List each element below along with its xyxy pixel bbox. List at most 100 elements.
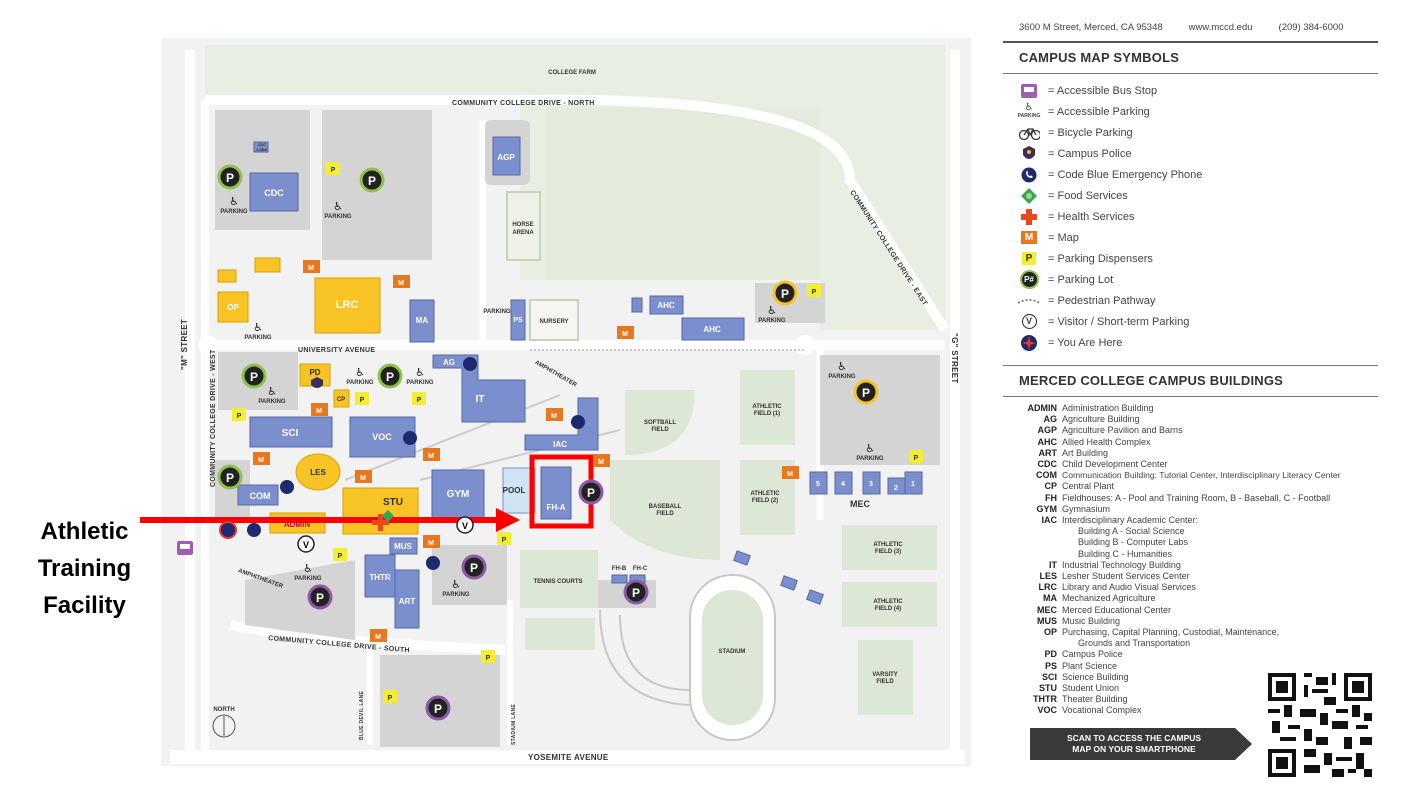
code-blue-phone-icons <box>247 357 585 570</box>
svg-text:P: P <box>368 174 376 188</box>
svg-text:PS: PS <box>513 317 523 324</box>
svg-text:M: M <box>360 475 366 482</box>
qr-code-icon[interactable] <box>1268 673 1372 777</box>
svg-text:CDC: CDC <box>258 142 267 147</box>
svg-text:M: M <box>398 280 404 287</box>
parking-lot-p7-icon: P <box>307 584 333 610</box>
legend-food-services: = Food Services <box>1003 185 1378 206</box>
art-building <box>394 569 420 629</box>
svg-text:"G" STREET: "G" STREET <box>950 333 959 384</box>
svg-text:♿: ♿ <box>355 366 365 379</box>
svg-text:TENNIS COURTS: TENNIS COURTS <box>533 579 582 585</box>
svg-text:P: P <box>781 287 789 301</box>
parking-lot-p4-icon: P <box>578 479 604 505</box>
svg-text:P: P <box>486 655 491 662</box>
svg-text:STADIUM LANE: STADIUM LANE <box>511 704 517 745</box>
svg-text:M: M <box>375 634 381 641</box>
svg-text:P: P <box>316 591 324 605</box>
svg-text:"M" STREET: "M" STREET <box>180 319 189 370</box>
legend-bus-stop: = Accessible Bus Stop <box>1003 80 1378 101</box>
svg-text:P: P <box>587 486 595 500</box>
parking-lot-2-area <box>820 355 940 465</box>
svg-text:AGP: AGP <box>497 153 515 162</box>
ahc-building-1 <box>649 295 684 315</box>
phone-number: (209) 384-6000 <box>1278 22 1344 33</box>
svg-text:ADMIN: ADMIN <box>284 520 310 529</box>
svg-text:P: P <box>331 167 336 174</box>
svg-text:♿: ♿ <box>865 442 875 455</box>
parking-lot-markers: P P P P P P P P P P P P <box>217 164 879 721</box>
callout-line-2: Training <box>37 555 132 582</box>
parking-lot-p11-icon: P <box>217 164 243 190</box>
parking-lot-p6-icon: P <box>425 695 451 721</box>
nursery <box>529 299 579 341</box>
parking-lot-p1-icon: P <box>772 280 798 306</box>
svg-text:♿: ♿ <box>303 562 313 575</box>
svg-text:BASEBALL: BASEBALL <box>649 504 682 510</box>
svg-text:M: M <box>316 408 322 415</box>
ma-building <box>409 299 435 343</box>
svg-text:M: M <box>258 457 264 464</box>
svg-text:PARKING: PARKING <box>828 374 856 380</box>
athletic-training-facility-callout: Athletic Training Facility <box>22 513 147 624</box>
svg-text:FIELD: FIELD <box>651 427 669 433</box>
tennis-courts <box>520 550 598 608</box>
parking-lot-p12-icon: P <box>359 167 385 193</box>
svg-text:M: M <box>551 413 557 420</box>
website-link[interactable]: www.mccd.edu <box>1188 22 1253 33</box>
building-list-item: Grounds and Transportation <box>1078 638 1191 649</box>
svg-text:FIELD: FIELD <box>876 679 894 685</box>
bicycle-icon <box>1018 124 1040 142</box>
cp-building <box>333 389 350 408</box>
svg-text:♿: ♿ <box>837 360 847 373</box>
parking-lot-7-area <box>245 560 355 640</box>
svg-text:M: M <box>598 459 604 466</box>
svg-text:2: 2 <box>894 485 898 492</box>
athletic-field-3 <box>842 525 937 570</box>
svg-text:FH-C: FH-C <box>633 566 648 572</box>
svg-text:PARKING: PARKING <box>244 335 272 341</box>
svg-text:POOL: POOL <box>503 486 526 495</box>
legend-you-are-here: = You Are Here <box>1003 332 1378 353</box>
athletic-field-1 <box>740 370 795 445</box>
svg-text:P: P <box>632 586 640 600</box>
police-badge-icon <box>311 377 323 388</box>
thtr-building <box>364 554 396 598</box>
north-arrow-icon <box>212 714 236 738</box>
legend-panel: 3600 M Street, Merced, CA 95348 www.mccd… <box>1003 18 1378 783</box>
les-building <box>295 453 341 491</box>
svg-text:♿: ♿ <box>451 578 461 591</box>
svg-text:NORTH: NORTH <box>213 707 234 713</box>
building-list-item: Building B - Computer Labs <box>1078 537 1189 548</box>
svg-text:AG: AG <box>443 358 455 367</box>
svg-text:P: P <box>914 455 919 462</box>
op-building <box>217 291 249 323</box>
health-cross-icon <box>372 514 389 531</box>
svg-text:COMMUNITY COLLEGE DRIVE - NORT: COMMUNITY COLLEGE DRIVE - NORTH <box>452 100 595 107</box>
svg-text:P: P <box>386 370 394 384</box>
svg-text:ATHLETIC: ATHLETIC <box>873 542 903 548</box>
svg-text:P: P <box>502 537 507 544</box>
svg-text:PARKING: PARKING <box>442 592 470 598</box>
symbols-title: CAMPUS MAP SYMBOLS <box>1019 50 1180 65</box>
pedestrian-path-icon <box>1018 292 1040 310</box>
svg-text:5: 5 <box>816 481 820 488</box>
svg-text:VOC: VOC <box>372 432 392 442</box>
svg-text:ARENA: ARENA <box>512 230 534 236</box>
parking-lot-p3-icon: P <box>623 579 649 605</box>
svg-text:MA: MA <box>416 316 429 325</box>
agp-building <box>492 136 521 176</box>
legend-visitor-parking: V = Visitor / Short-term Parking <box>1003 311 1378 332</box>
sci-building <box>249 416 333 448</box>
